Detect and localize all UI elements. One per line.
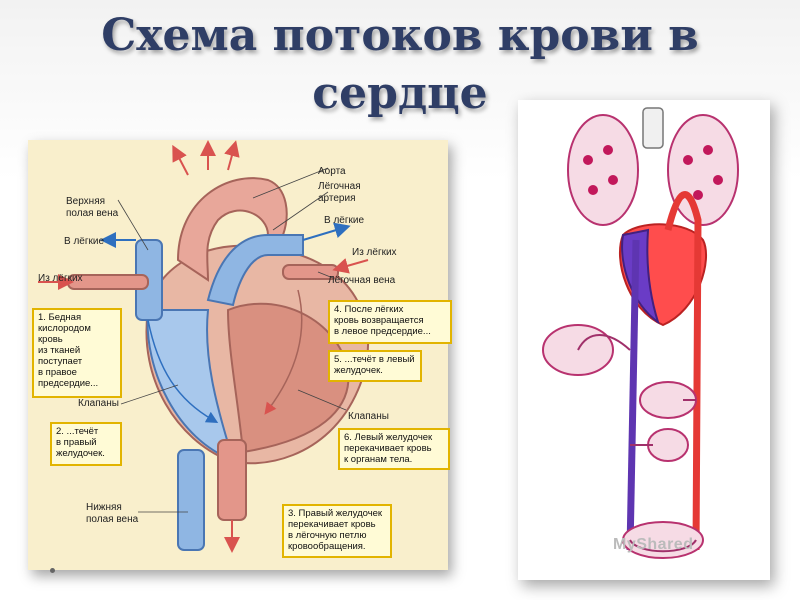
- label-aorta: Аорта: [318, 166, 346, 177]
- label-valves-left: Клапаны: [78, 398, 119, 409]
- aorta-descending: [664, 191, 702, 551]
- label-from-lungs-left: Из лёгких: [38, 273, 83, 284]
- organ-kidney: [647, 428, 689, 462]
- callout-step-5: 5. ...течёт в левый желудочек.: [328, 350, 422, 382]
- label-pulmonary-vein: Лёгочная вена: [328, 275, 396, 286]
- label-superior-vena-cava: Верхняя полая вена: [66, 196, 118, 220]
- label-to-lungs-left: В лёгкие: [64, 236, 105, 247]
- callout-step-6: 6. Левый желудочек перекачивает кровь к …: [338, 428, 450, 470]
- label-pulmonary-artery-line1: Лёгочная: [318, 181, 361, 192]
- heart-diagram-panel: Аорта Лёгочная артерия Верхняя полая вен…: [28, 140, 452, 570]
- label-from-lungs-right: Из лёгких: [352, 247, 397, 258]
- slide-bullet-dot: [50, 568, 55, 573]
- descending-aorta: [217, 439, 247, 521]
- callout-step-3: 3. Правый желудочек перекачивает кровь в…: [282, 504, 392, 558]
- label-ivc-line2: полая вена: [86, 514, 139, 525]
- callout-step-1: 1. Бедная кислородом кровь из тканей пос…: [32, 308, 122, 398]
- circulation-diagram-panel: [518, 100, 770, 580]
- pulmonary-artery: [206, 234, 304, 307]
- label-pulmonary-artery-line2: артерия: [318, 193, 356, 204]
- label-to-lungs-right: В лёгкие: [324, 215, 365, 226]
- lung-left: [567, 114, 639, 226]
- label-inferior-vena-cava: Нижняя полая вена: [86, 502, 138, 526]
- label-svc-line2: полая вена: [66, 208, 119, 219]
- inferior-vena-cava: [177, 449, 205, 551]
- myshared-watermark-logo: MyShared: [613, 536, 694, 553]
- vena-cava: [626, 239, 640, 551]
- label-ivc-line1: Нижняя: [86, 502, 122, 513]
- callout-step-2: 2. ...течёт в правый желудочек.: [50, 422, 122, 466]
- label-svc-line1: Верхняя: [66, 196, 106, 207]
- trachea: [642, 107, 664, 149]
- heart-right-side: [621, 228, 660, 325]
- circulation-diagram-illustration: [542, 107, 739, 559]
- slide-title-line-1: Схема потоков крови в: [101, 10, 699, 61]
- callout-step-4: 4. После лёгких кровь возвращается в лев…: [328, 300, 452, 344]
- heart-diagram-illustration: [38, 140, 369, 553]
- slide-title-line-2: сердце: [312, 68, 488, 119]
- label-valves-right: Клапаны: [348, 411, 389, 422]
- lung-right: [667, 114, 739, 226]
- label-pulmonary-artery: Лёгочная артерия: [318, 181, 361, 205]
